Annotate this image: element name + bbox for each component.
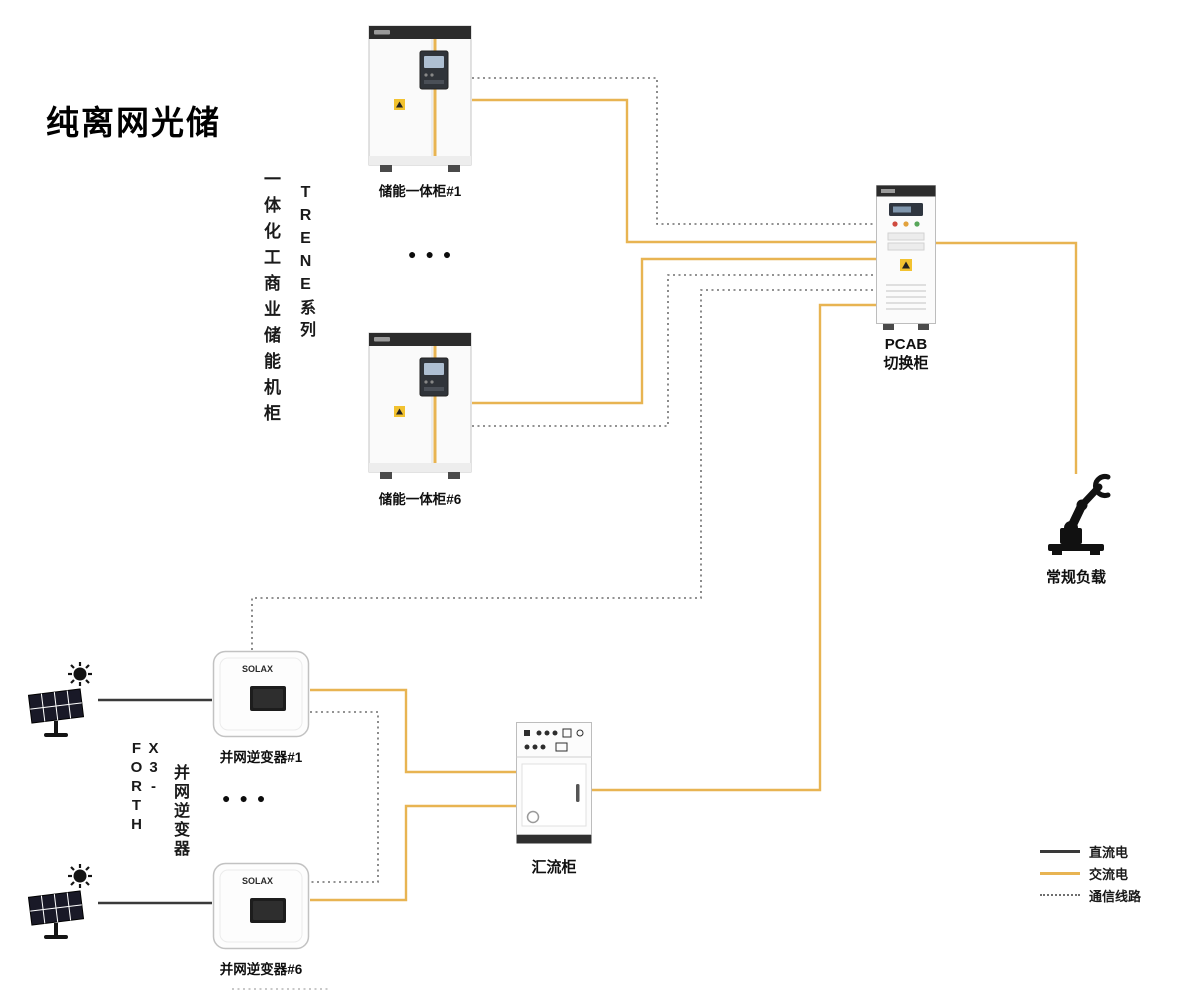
comm-line-swatch: [1040, 894, 1080, 896]
regular-load-robot-arm-icon: [1036, 470, 1116, 558]
grid-inverter-1-icon: SOLAX: [212, 650, 310, 738]
inverter-logo: SOLAX: [242, 664, 273, 674]
legend-label-dc: 直流电: [1089, 844, 1129, 860]
dc-line-swatch: [1040, 849, 1080, 853]
ac-line-inverter1-combiner: [310, 688, 516, 774]
battery-cabinet-6-icon: [368, 332, 472, 480]
x3-forth-series-label: X3-FORTH 并网逆变器: [128, 740, 191, 882]
pcab-label-line1: PCAB: [884, 336, 928, 353]
sun-icon: [68, 662, 92, 686]
solar-panel-1-icon: [22, 658, 100, 742]
comm-line-inverters-pcab: [251, 289, 876, 650]
legend-item-comm: 通信线路: [1040, 884, 1141, 906]
regular-load-label: 常规负载: [1045, 569, 1106, 586]
pcab-cabinet-icon: [876, 185, 936, 330]
comm-line-cabinet6-pcab: [472, 274, 876, 427]
page-title: 纯离网光储: [46, 104, 221, 141]
ellipsis-inverters: ●●●: [222, 790, 275, 806]
pcab-cabinet-label: PCAB 切换柜: [856, 336, 956, 374]
legend-label-ac: 交流电: [1089, 866, 1129, 882]
trene-series-label-series: TRENE系列: [297, 184, 314, 343]
legend-item-ac: 交流电: [1040, 862, 1141, 884]
combiner-box-icon: [516, 722, 592, 844]
inverter-logo: SOLAX: [242, 876, 273, 886]
battery-cabinet-1-label: 储能一体柜#1: [378, 184, 462, 199]
ac-line-pcab-load: [936, 241, 1078, 474]
legend: 直流电 交流电 通信线路: [1040, 840, 1141, 906]
solar-panel-2-icon: [22, 860, 100, 944]
legend-item-dc: 直流电: [1040, 840, 1141, 862]
comm-line-cabinet1-pcab: [472, 77, 876, 225]
ac-line-cabinet6-pcab: [472, 257, 876, 405]
ellipsis-cabinets: ●●●: [408, 246, 461, 262]
combiner-box-label: 汇流柜: [531, 859, 577, 876]
ac-line-swatch: [1040, 871, 1080, 875]
ac-line-combiner-pcab: [592, 303, 876, 792]
sun-icon: [68, 864, 92, 888]
grid-inverter-1-label: 并网逆变器#1: [219, 750, 303, 765]
battery-cabinet-1-icon: [368, 25, 472, 173]
x3-forth-label-model: X3-FORTH: [128, 740, 162, 835]
grid-inverter-6-label: 并网逆变器#6: [219, 962, 303, 977]
pcab-label-line2: 切换柜: [883, 354, 929, 372]
grid-inverter-6-icon: SOLAX: [212, 862, 310, 950]
battery-cabinet-6-label: 储能一体柜#6: [378, 492, 462, 507]
ac-line-inverter6-combiner: [310, 804, 516, 902]
legend-label-comm: 通信线路: [1089, 888, 1142, 904]
ac-line-cabinet1-pcab: [472, 98, 876, 244]
trene-series-label-name: 一体化工商业储能机柜: [261, 170, 280, 430]
trene-series-label: 一体化工商业储能机柜 TRENE系列: [258, 170, 317, 430]
comm-line-inverter1-inverter6: [310, 711, 379, 883]
x3-forth-label-type: 并网逆变器: [171, 763, 188, 859]
